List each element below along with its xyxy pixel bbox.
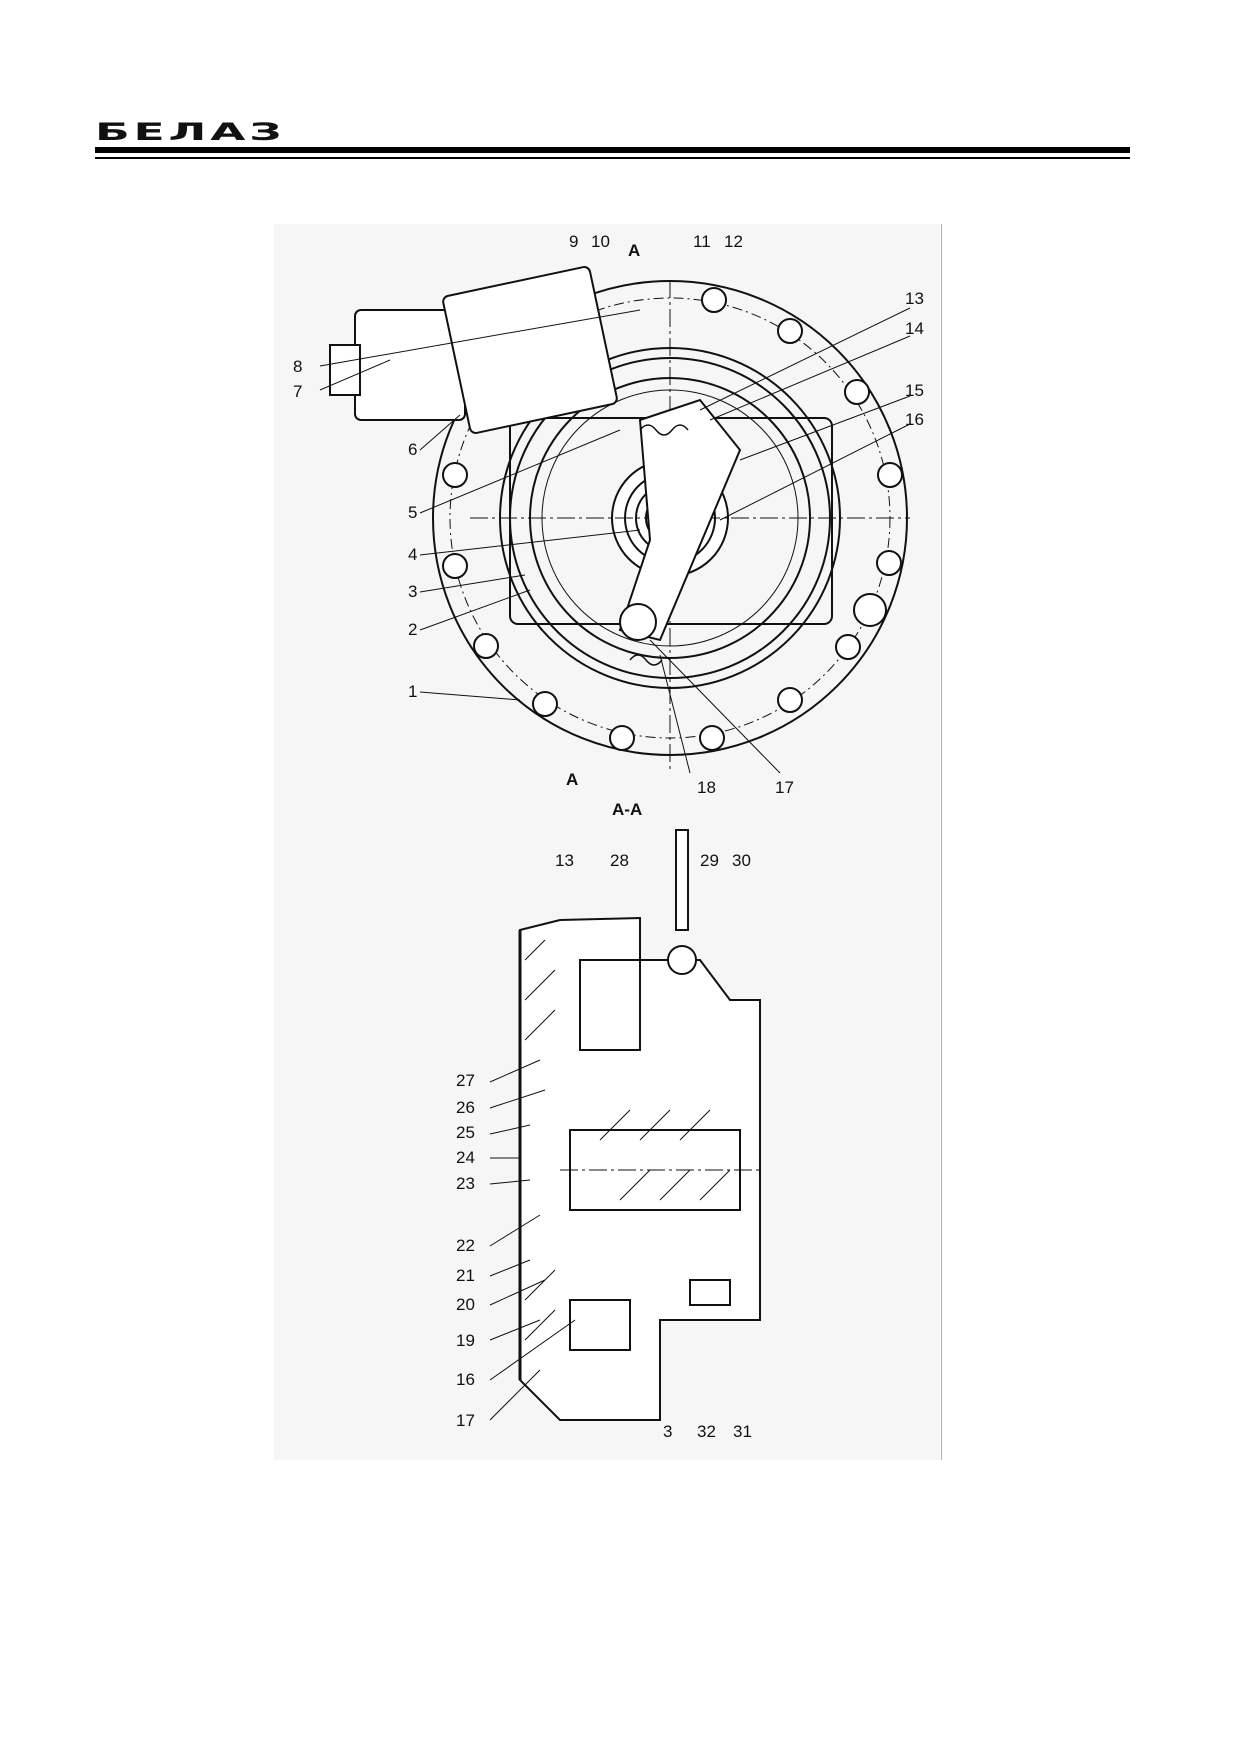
section-leaders — [489, 1059, 576, 1421]
section-hatching — [524, 939, 731, 1341]
label-s-16: 16 — [456, 1370, 475, 1389]
label-2: 2 — [408, 620, 417, 639]
header-rule-thick — [95, 147, 1130, 153]
section-view-labels: 13 28 29 30 27 26 25 24 23 22 21 20 19 1… — [456, 851, 752, 1441]
label-s-20: 20 — [456, 1295, 475, 1314]
label-6: 6 — [408, 440, 417, 459]
label-17: 17 — [775, 778, 794, 797]
label-s-25: 25 — [456, 1123, 475, 1142]
label-3: 3 — [408, 582, 417, 601]
label-s-13: 13 — [555, 851, 574, 870]
label-s-29: 29 — [700, 851, 719, 870]
section-title: А-А — [612, 800, 642, 819]
label-s-22: 22 — [456, 1236, 475, 1255]
margin-line — [941, 224, 942, 1460]
label-s-19: 19 — [456, 1331, 475, 1350]
label-4: 4 — [408, 545, 417, 564]
top-leaders — [319, 307, 911, 774]
section-mark-top: А — [628, 241, 640, 260]
section-view — [518, 829, 761, 1421]
header-rule-thin — [95, 157, 1130, 159]
label-s-32: 32 — [697, 1422, 716, 1441]
label-s-21: 21 — [456, 1266, 475, 1285]
label-s-24: 24 — [456, 1148, 475, 1167]
label-18: 18 — [697, 778, 716, 797]
label-15: 15 — [905, 381, 924, 400]
label-s-27: 27 — [456, 1071, 475, 1090]
label-13: 13 — [905, 289, 924, 308]
label-14: 14 — [905, 319, 924, 338]
label-s-26: 26 — [456, 1098, 475, 1117]
label-16: 16 — [905, 410, 924, 429]
logo-belaz: БЕЛАЗ — [95, 118, 286, 146]
label-s-17: 17 — [456, 1411, 475, 1430]
label-s-31: 31 — [733, 1422, 752, 1441]
label-8: 8 — [293, 357, 302, 376]
label-5: 5 — [408, 503, 417, 522]
label-s-3: 3 — [663, 1422, 672, 1441]
label-12: 12 — [724, 232, 743, 251]
label-s-28: 28 — [610, 851, 629, 870]
label-9: 9 — [569, 232, 578, 251]
label-10: 10 — [591, 232, 610, 251]
section-mark-bottom: А — [566, 770, 578, 789]
label-11: 11 — [693, 232, 711, 251]
label-s-30: 30 — [732, 851, 751, 870]
top-view-labels: 1 2 3 4 5 6 7 8 9 10 11 12 13 14 15 16 1… — [293, 232, 924, 819]
label-7: 7 — [293, 382, 302, 401]
label-s-23: 23 — [456, 1174, 475, 1193]
cylinder-body — [442, 266, 618, 434]
lever — [675, 829, 689, 931]
label-1: 1 — [408, 682, 417, 701]
top-view — [329, 266, 910, 770]
